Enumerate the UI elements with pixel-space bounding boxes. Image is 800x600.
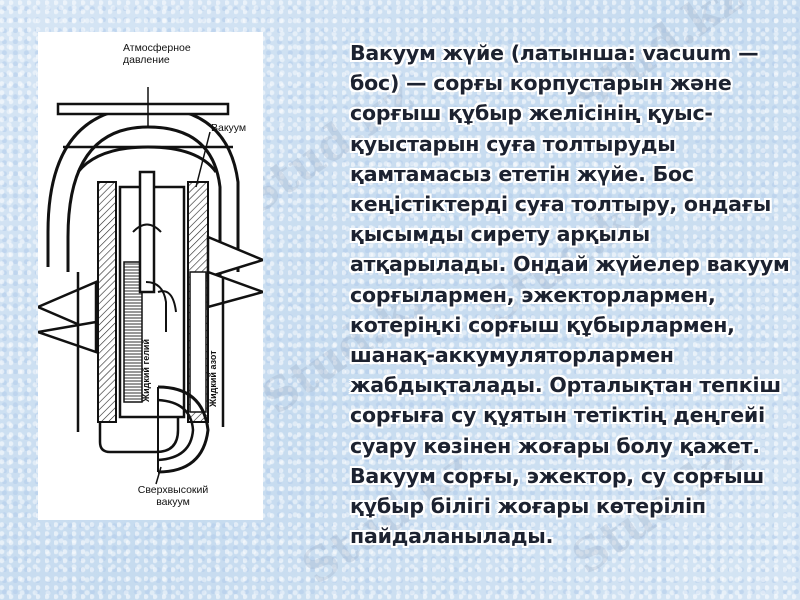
label-liquid-nitrogen: Жидкий азот [208,350,218,408]
cryostat-diagram-drawing [38,87,263,485]
main-paragraph: Вакуум жүйе (латынша: vacuum — бос) — со… [350,41,790,549]
label-ultrahigh-vacuum: Сверхвысокий вакуум [137,484,209,508]
cryostat-diagram: Атмосферное давление Вакуум Сверхвысокий… [38,32,263,520]
label-atmospheric-pressure: Атмосферное давление [123,42,191,66]
label-liquid-helium: Жидкий гелий [141,339,151,402]
label-vacuum: Вакуум [211,122,247,134]
